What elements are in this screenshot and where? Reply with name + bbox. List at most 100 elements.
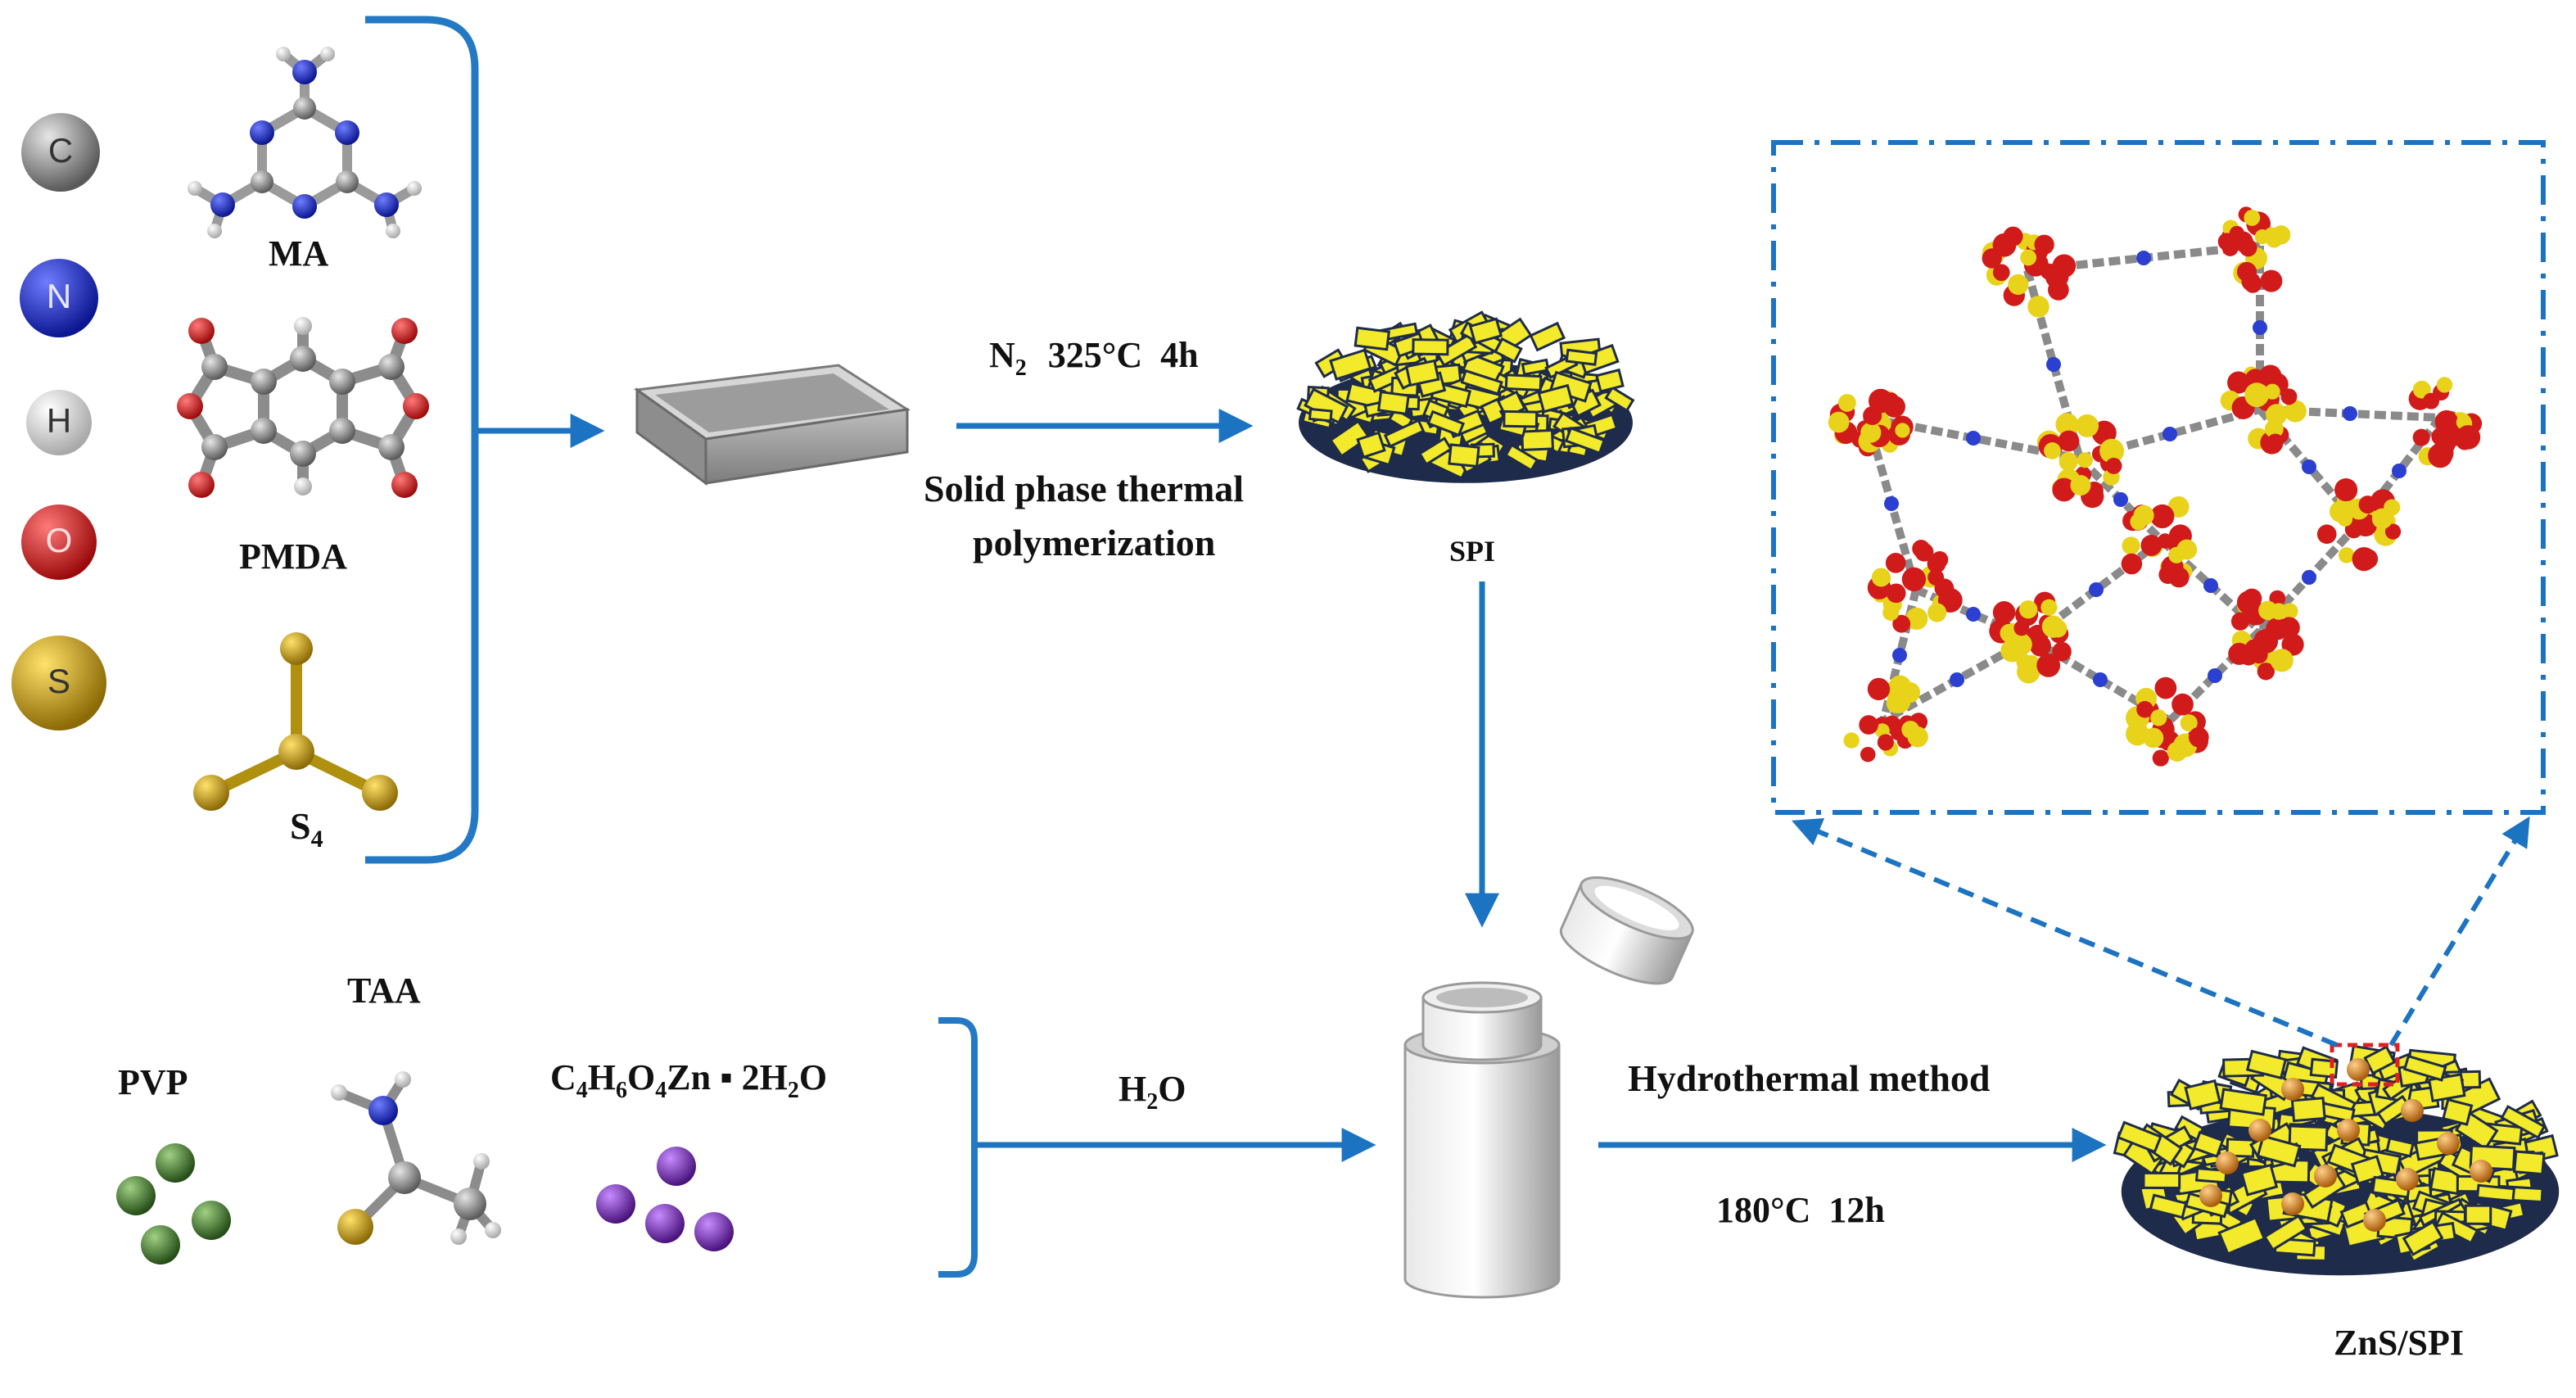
flake <box>2256 1134 2302 1168</box>
solvent-sub: 2 <box>1146 1088 1159 1115</box>
zns-cluster-atom <box>1992 601 2016 624</box>
zns-particle <box>2281 1192 2304 1215</box>
carbon-atom-icon <box>21 113 100 192</box>
zns-cluster-atom <box>1886 680 1904 698</box>
zns-cluster-atom <box>2352 547 2376 572</box>
label-zinc-acetate: C4H6O4Zn ▪ 2H2O <box>550 1056 827 1104</box>
sulfur-atom-icon <box>11 636 106 731</box>
oxygen-atom-icon <box>21 504 97 580</box>
zns-cluster-atom <box>2122 536 2140 555</box>
zns-cluster-atom <box>2280 388 2298 405</box>
zns-cluster-atom <box>2140 534 2162 556</box>
zns-cluster-atom <box>2052 641 2072 662</box>
flake <box>2427 1073 2466 1103</box>
nitrogen-atom-icon <box>20 259 98 337</box>
zns-cluster-atom <box>2152 749 2169 767</box>
label-s4-main: S <box>290 805 311 847</box>
zns-cluster-atom <box>1927 603 1947 622</box>
label-n2-subscript: 2 <box>1015 355 1027 381</box>
network-n-atom <box>2203 578 2218 593</box>
zns-cluster-atom <box>1882 604 1900 621</box>
flake <box>1564 426 1607 455</box>
zns-cluster-atom <box>1885 553 1906 573</box>
zns-cluster-atom <box>2384 523 2402 540</box>
zns-particle <box>2437 1132 2460 1155</box>
zns-cluster-atom <box>2003 226 2023 247</box>
reagent-bracket <box>938 1017 978 1278</box>
zns-cluster-atom <box>2244 382 2270 408</box>
flake <box>1448 443 1480 468</box>
zns-cluster-atom <box>2018 600 2038 619</box>
zns-cluster-atom <box>2133 504 2154 526</box>
zns-cluster-atom <box>2150 504 2175 529</box>
taa-molecule-icon <box>331 1071 501 1245</box>
flake <box>2288 1124 2329 1152</box>
spi-flake-stack-icon <box>1296 310 1635 483</box>
zns-cluster-atom <box>2266 404 2288 426</box>
zns-particle <box>2401 1099 2424 1122</box>
flake <box>2402 1054 2447 1082</box>
zns-cluster-atom <box>2036 654 2061 677</box>
network-n-atom <box>1892 648 1907 663</box>
flake <box>1426 409 1465 437</box>
zinc-formula-o-sub: 4 <box>655 1077 667 1103</box>
flake <box>2219 1088 2268 1116</box>
zns-cluster-atom <box>1892 614 1911 633</box>
zns-cluster-atom <box>2105 457 2122 474</box>
zns-cluster-atom <box>2227 371 2250 394</box>
zns-cluster-atom <box>2027 296 2050 318</box>
zns-cluster-atom <box>2044 442 2061 459</box>
zinc-formula-end: O <box>798 1057 828 1097</box>
zns-cluster-atom <box>2121 553 2143 575</box>
zinc-formula-o: O <box>627 1057 656 1097</box>
label-zns-spi: ZnS/SPI <box>2334 1323 2464 1363</box>
network-n-atom <box>2046 357 2061 372</box>
flake <box>2142 1171 2181 1190</box>
legend-label-c: C <box>47 131 74 170</box>
network-n-atom <box>2343 406 2357 421</box>
zinc-acetate-particles-icon <box>596 1147 734 1251</box>
zns-cluster-atom <box>2266 433 2284 450</box>
zns-cluster-atom <box>2430 441 2454 465</box>
flake <box>1604 386 1635 413</box>
flake <box>2385 1137 2415 1158</box>
zns-cluster-atom <box>2048 279 2069 301</box>
zns-cluster-atom <box>2143 727 2164 749</box>
zns-cluster-atom <box>1860 422 1882 443</box>
zns-spi-molecular-network-icon <box>1828 206 2483 767</box>
flake <box>1494 337 1523 364</box>
zns-particle <box>2396 1168 2419 1191</box>
zns-cluster-atom <box>2456 425 2481 450</box>
flake <box>2363 1045 2397 1075</box>
flake <box>1460 369 1503 396</box>
flake <box>2149 1193 2188 1219</box>
network-n-atom <box>2113 492 2128 507</box>
network-n-atom <box>1966 431 1981 446</box>
flake <box>2239 1163 2279 1197</box>
zns-particle <box>2248 1119 2271 1142</box>
zns-spi-flake-stack-icon <box>2113 1044 2560 1276</box>
label-step1-temp-time: 325°C 4h <box>1047 335 1199 375</box>
zns-cluster-atom <box>2070 475 2091 496</box>
zns-cluster-atom <box>1838 394 1856 412</box>
zns-cluster-atom <box>2154 676 2177 699</box>
zns-cluster-atom <box>2250 645 2268 664</box>
network-n-atom <box>2208 668 2222 683</box>
zns-cluster-atom <box>1867 677 1891 701</box>
zns-cluster-atom <box>2217 233 2236 251</box>
zns-cluster-atom <box>2316 524 2337 545</box>
pvp-particles-icon <box>116 1143 231 1265</box>
zns-cluster-atom <box>1843 732 1860 749</box>
zns-cluster-atom <box>2242 588 2262 609</box>
flake <box>2184 1079 2221 1111</box>
zinc-formula-water-sub: 2 <box>787 1077 799 1103</box>
zns-cluster-atom <box>2260 269 2283 292</box>
zns-cluster-atom <box>2422 392 2440 409</box>
flake <box>1329 419 1372 459</box>
label-step1-method-line1: Solid phase thermal <box>924 468 1245 509</box>
zns-cluster-atom <box>1863 405 1882 426</box>
flake <box>2402 1219 2444 1256</box>
melamine-molecule-icon <box>188 47 422 238</box>
solvent-o: O <box>1158 1069 1186 1109</box>
